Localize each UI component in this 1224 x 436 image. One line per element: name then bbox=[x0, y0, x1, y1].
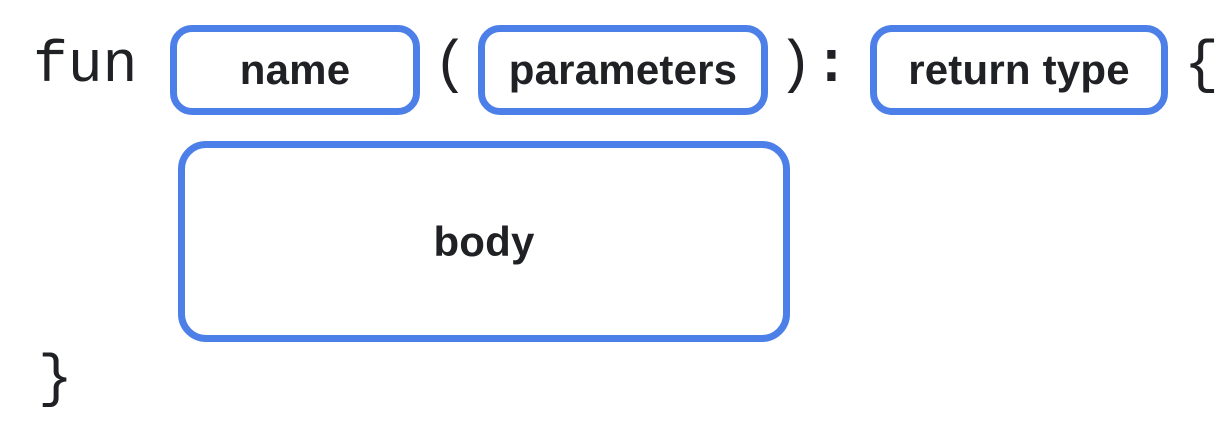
name-slot: name bbox=[170, 25, 420, 115]
return-type-slot-label: return type bbox=[908, 46, 1130, 93]
parameters-slot-label: parameters bbox=[508, 46, 738, 93]
return-type-slot: return type bbox=[870, 25, 1168, 115]
close-paren: ) bbox=[778, 34, 813, 99]
open-paren: ( bbox=[433, 34, 468, 99]
body-slot-label: body bbox=[433, 217, 535, 265]
body-slot: body bbox=[178, 141, 790, 342]
close-brace: } bbox=[38, 348, 73, 413]
parameters-slot: parameters bbox=[478, 25, 768, 115]
open-brace: { bbox=[1184, 34, 1219, 99]
name-slot-label: name bbox=[239, 46, 351, 93]
fun-keyword: fun bbox=[33, 34, 138, 99]
colon-separator: : bbox=[814, 34, 849, 99]
